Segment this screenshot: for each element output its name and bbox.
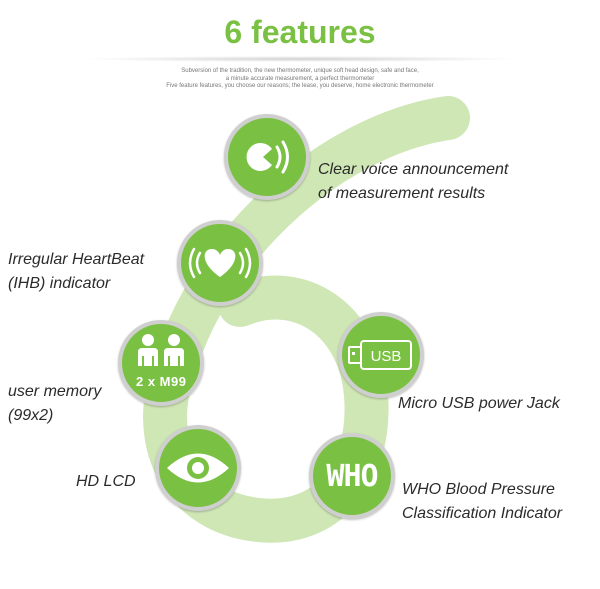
page-title: 6 features bbox=[224, 14, 376, 50]
voice-label-line-2: of measurement results bbox=[318, 185, 486, 202]
ihb-badge bbox=[177, 220, 263, 306]
memory-label-line-1: user memory bbox=[8, 383, 102, 400]
ihb-label: Irregular HeartBeat (IHB) indicator bbox=[8, 248, 144, 296]
memory-label: user memory (99x2) bbox=[8, 380, 101, 428]
voice-badge bbox=[224, 114, 310, 200]
voice-label-line-1: Clear voice announcement bbox=[318, 161, 509, 178]
ihb-label-line-1: Irregular HeartBeat bbox=[8, 251, 145, 268]
lcd-label: HD LCD bbox=[76, 470, 136, 494]
subtitle-line-3: Five feature features, you choose our re… bbox=[166, 83, 434, 89]
voice-speaker-icon bbox=[246, 140, 289, 174]
eye-icon bbox=[167, 453, 229, 483]
who-label-line-2: Classification Indicator bbox=[402, 505, 563, 522]
usb-badge: USB bbox=[338, 312, 424, 398]
ihb-label-line-2: (IHB) indicator bbox=[8, 275, 111, 292]
usb-badge-text: USB bbox=[371, 348, 402, 365]
voice-label: Clear voice announcement of measurement … bbox=[318, 158, 508, 206]
memory-badge: 2 x M99 bbox=[118, 320, 204, 406]
subtitle-line-1: Subversion of the tradition, the new the… bbox=[181, 68, 419, 74]
title-divider bbox=[80, 56, 520, 62]
memory-badge-text: 2 x M99 bbox=[136, 374, 187, 389]
heartbeat-icon bbox=[188, 247, 252, 279]
usb-icon: USB bbox=[348, 340, 412, 370]
subtitle-line-2: a minute accurate measurement, a perfect… bbox=[225, 76, 375, 82]
memory-label-line-2: (99x2) bbox=[8, 407, 54, 424]
two-users-icon bbox=[138, 334, 184, 366]
who-badge: WHO bbox=[309, 433, 395, 519]
who-label: WHO Blood Pressure Classification Indica… bbox=[402, 478, 562, 526]
lcd-badge bbox=[155, 425, 241, 511]
who-label-line-1: WHO Blood Pressure bbox=[402, 481, 555, 498]
who-icon: WHO bbox=[326, 458, 378, 494]
usb-label-line-1: Micro USB power Jack bbox=[398, 395, 560, 412]
usb-label: Micro USB power Jack bbox=[398, 392, 560, 416]
lcd-label-line-1: HD LCD bbox=[76, 473, 136, 490]
